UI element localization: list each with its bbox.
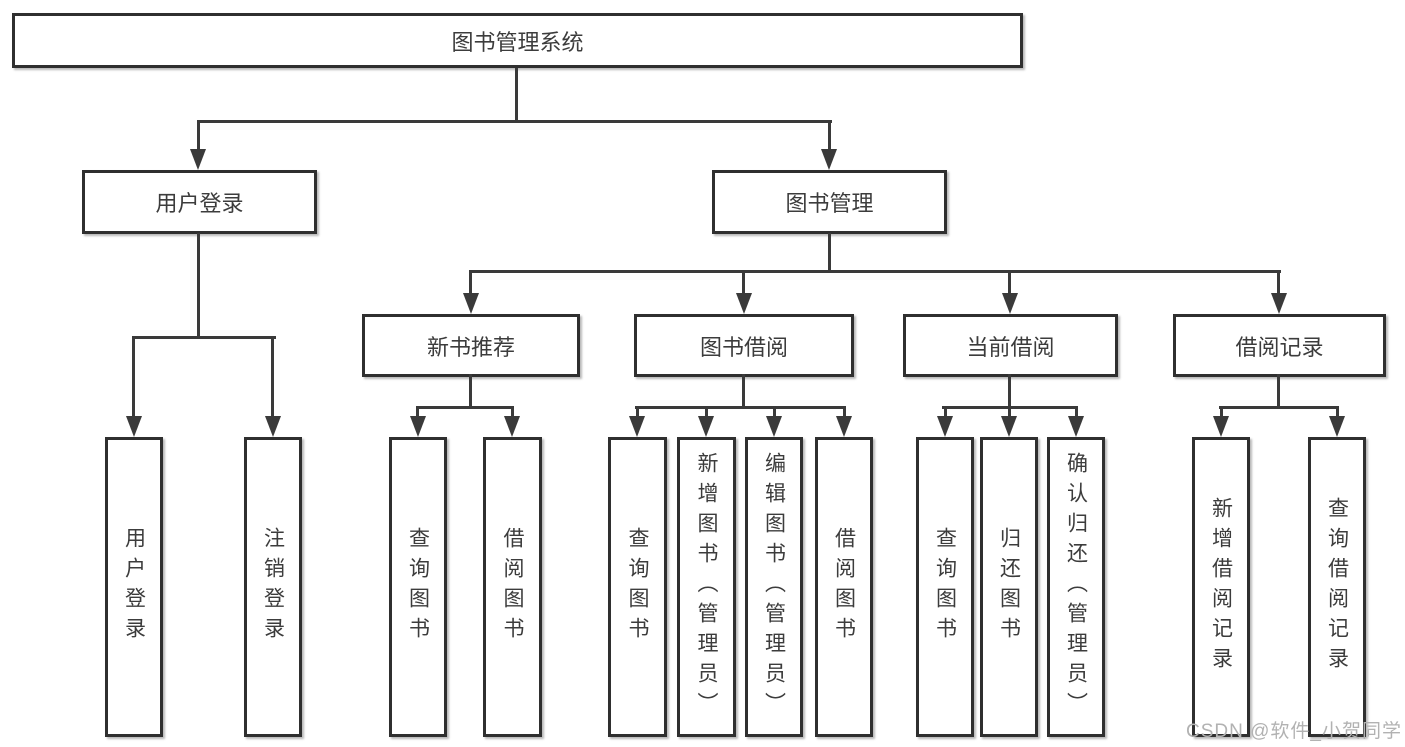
- connector-stem-cb-query: [944, 406, 947, 419]
- leaf-user-login: 用户登录: [105, 437, 163, 737]
- connector-stem-br-query: [1336, 406, 1339, 419]
- node-current-borrow: 当前借阅: [903, 314, 1118, 377]
- connector-stem-leaf-logout: [271, 336, 274, 418]
- arrowhead-bb-borrow: [836, 416, 852, 437]
- leaf-nb-query-books: 查询图书: [389, 437, 447, 737]
- arrowhead-nb-query: [410, 416, 426, 437]
- arrowhead-book-mgmt: [821, 149, 837, 170]
- node-book-mgmt: 图书管理: [712, 170, 947, 234]
- arrowhead-br-query: [1329, 416, 1345, 437]
- arrowhead-cb-confirm: [1068, 416, 1084, 437]
- connector-stem-leaf-user-login: [132, 336, 135, 418]
- connector-borrow-records-branch: [1219, 406, 1339, 409]
- leaf-logout: 注销登录: [244, 437, 302, 737]
- connector-stem-new-book-rec: [469, 270, 472, 296]
- connector-stem-cb-return: [1008, 406, 1011, 419]
- connector-stem-bb-edit: [773, 406, 776, 419]
- leaf-cb-query-books: 查询图书: [916, 437, 974, 737]
- arrowhead-br-add: [1213, 416, 1229, 437]
- node-user-login: 用户登录: [82, 170, 317, 234]
- arrowhead-bb-edit: [766, 416, 782, 437]
- connector-new-book-rec-branch: [416, 406, 514, 409]
- leaf-cb-return-books: 归还图书: [980, 437, 1038, 737]
- connector-new-book-rec-vline: [469, 374, 472, 409]
- connector-stem-nb-query: [416, 406, 419, 419]
- connector-stem-bb-query: [636, 406, 639, 419]
- arrowhead-borrow-records: [1271, 293, 1287, 314]
- connector-user-login-branch: [132, 336, 276, 339]
- connector-book-mgmt-branch: [469, 270, 1281, 273]
- csdn-watermark: CSDN @软件_小贺同学: [1186, 721, 1402, 742]
- node-book-borrow: 图书借阅: [634, 314, 854, 377]
- arrowhead-leaf-logout: [265, 416, 281, 437]
- connector-book-borrow-vline: [742, 374, 745, 409]
- leaf-bb-edit-books-admin: 编辑图书（管理员）: [745, 437, 803, 737]
- arrowhead-nb-borrow: [504, 416, 520, 437]
- leaf-br-add-record: 新增借阅记录: [1192, 437, 1250, 737]
- arrowhead-new-book-rec: [463, 293, 479, 314]
- leaf-br-query-record: 查询借阅记录: [1308, 437, 1366, 737]
- connector-book-mgmt-vline: [828, 233, 831, 273]
- connector-current-borrow-vline: [1008, 374, 1011, 409]
- arrowhead-bb-query: [629, 416, 645, 437]
- arrowhead-current-borrow: [1002, 293, 1018, 314]
- connector-stem-br-add: [1220, 406, 1223, 419]
- leaf-cb-confirm-return-admin: 确认归还（管理员）: [1047, 437, 1105, 737]
- leaf-bb-add-books-admin: 新增图书（管理员）: [677, 437, 736, 737]
- connector-stem-book-mgmt: [828, 120, 831, 150]
- node-new-book-rec: 新书推荐: [362, 314, 580, 377]
- leaf-nb-borrow-books: 借阅图书: [483, 437, 542, 737]
- connector-stem-current-borrow: [1008, 270, 1011, 296]
- connector-stem-borrow-records: [1277, 270, 1280, 296]
- arrowhead-bb-add: [698, 416, 714, 437]
- connector-user-login-vline: [197, 233, 200, 339]
- connector-stem-nb-borrow: [511, 406, 514, 419]
- leaf-bb-query-books: 查询图书: [608, 437, 667, 737]
- connector-root-vline: [515, 68, 518, 122]
- connector-borrow-records-vline: [1277, 374, 1280, 409]
- arrowhead-cb-return: [1001, 416, 1017, 437]
- connector-stem-cb-confirm: [1075, 406, 1078, 419]
- connector-root-branch: [197, 120, 832, 123]
- arrowhead-book-borrow: [736, 293, 752, 314]
- arrowhead-leaf-user-login: [126, 416, 142, 437]
- leaf-bb-borrow-books: 借阅图书: [815, 437, 873, 737]
- connector-book-borrow-branch: [635, 406, 846, 409]
- arrowhead-user-login: [190, 149, 206, 170]
- node-root: 图书管理系统: [12, 13, 1023, 68]
- connector-stem-bb-borrow: [843, 406, 846, 419]
- connector-stem-bb-add: [705, 406, 708, 419]
- connector-stem-user-login: [197, 120, 200, 150]
- arrowhead-cb-query: [937, 416, 953, 437]
- connector-stem-book-borrow: [742, 270, 745, 296]
- node-borrow-records: 借阅记录: [1173, 314, 1386, 377]
